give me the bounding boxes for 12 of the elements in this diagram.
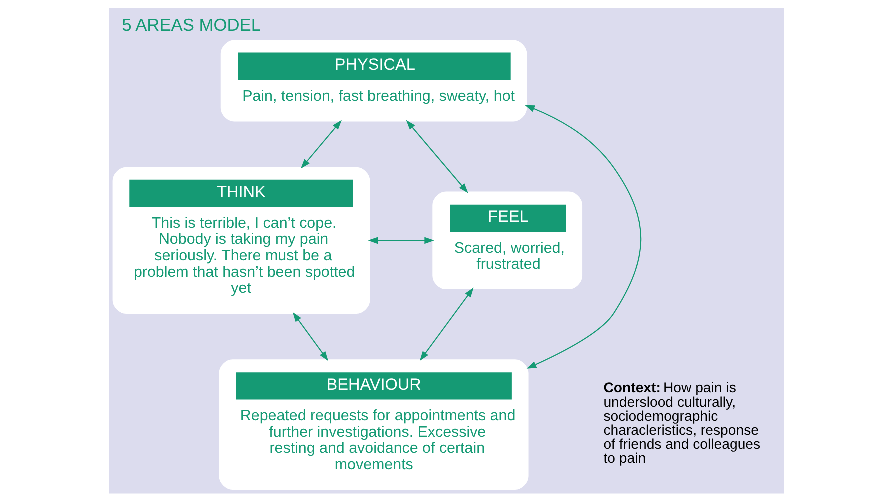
node-box: PHYSICAL Pain, tension, fast breathing, sweaty, hot (220, 40, 528, 122)
node-box: BEHAVIOUR Repeated requests for appointments and further investigations. Excessive resting and avoidance of certain movements (219, 360, 529, 490)
arrow (420, 288, 474, 362)
arrow (525, 105, 642, 369)
node-box: FEEL Scared, worried, frustrated (432, 192, 583, 290)
arrow (406, 120, 468, 194)
arrow (292, 312, 329, 362)
arrow (368, 237, 434, 244)
arrow (300, 120, 342, 169)
node-box: THINK This is terrible, I can’t cope. Nobody is taking my pain seriously. There must be a problem that hasn’t been spotted yet (112, 167, 370, 314)
diagram-title: 5 AREAS MODEL (122, 14, 262, 35)
label: Context: How pain is underslood culturally, sociodemographic characleristics, response of friends and colleagues to pain (604, 380, 761, 466)
